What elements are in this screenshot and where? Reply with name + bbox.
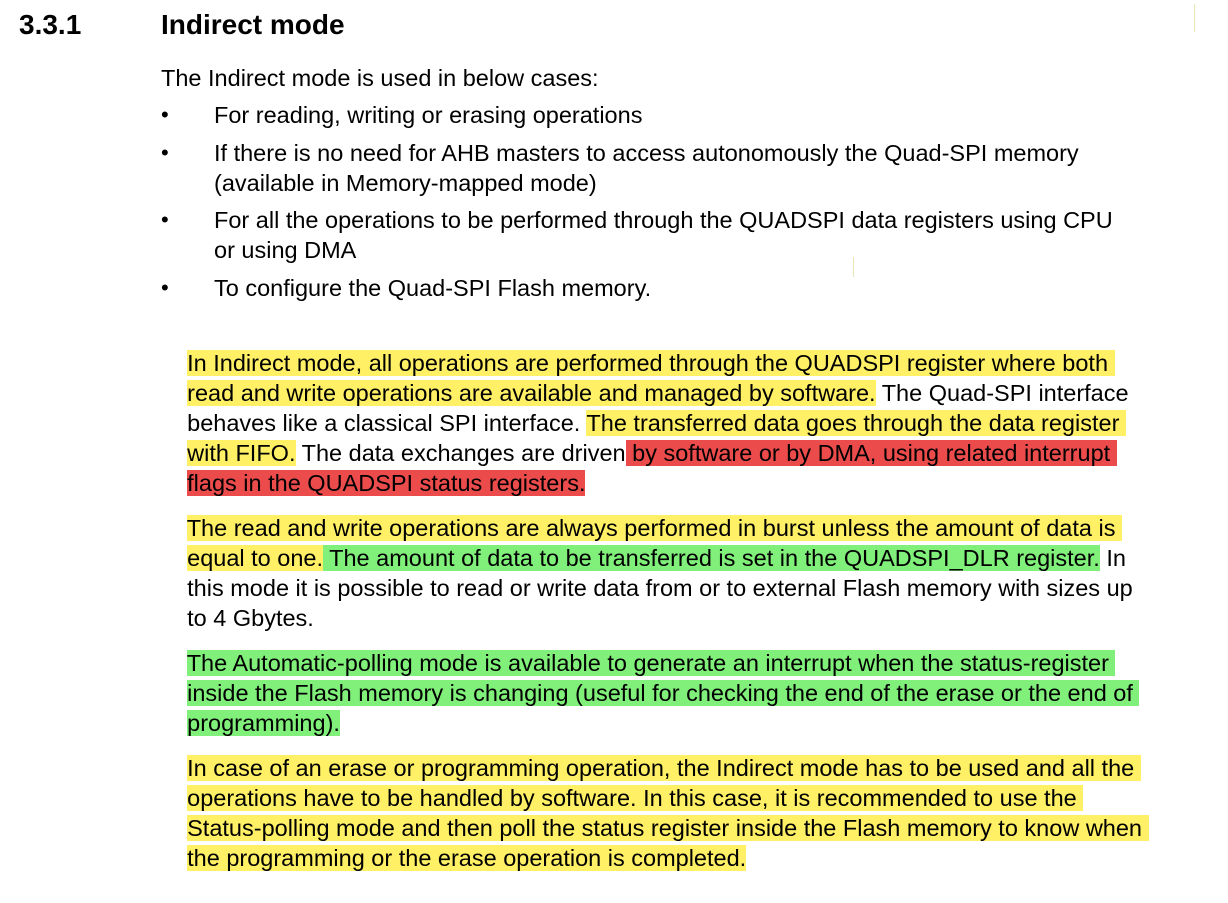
intro-text: The Indirect mode is used in below cases… <box>161 65 599 91</box>
highlighted-text: by software or by DMA, using related int… <box>625 440 1117 466</box>
section-number: 3.3.1 <box>19 9 82 40</box>
paragraph-line: equal to one. The amount of data to be t… <box>161 513 1126 603</box>
bullet-dot: • <box>161 140 169 165</box>
list-item-text: For reading, writing or erasing operatio… <box>214 102 643 128</box>
highlighted-text: the programming or the erase operation i… <box>187 845 747 871</box>
paragraph-line: this mode it is possible to read or writ… <box>161 543 1133 633</box>
list-item-text: To configure the Quad-SPI Flash memory. <box>214 275 652 301</box>
paragraph-line: The read and write operations are always… <box>161 483 1122 573</box>
plain-text: behaves like a classical SPI interface. <box>187 410 587 436</box>
plain-text: The data exchanges are driven <box>295 440 626 466</box>
paragraph-line: Status-polling mode and then poll the st… <box>161 783 1149 873</box>
section-title: Indirect mode <box>161 9 345 40</box>
plain-text: The Quad-SPI interface <box>875 380 1129 406</box>
highlighted-text: Status-polling mode and then poll the st… <box>187 815 1149 841</box>
paragraph-line: In case of an erase or programming opera… <box>161 723 1141 813</box>
plain-text: to 4 Gbytes. <box>187 605 314 631</box>
highlighted-text: The amount of data to be transferred is … <box>323 545 1100 571</box>
paragraph-line: operations have to be handled by softwar… <box>161 753 1084 843</box>
paragraph-line: programming). <box>161 678 340 768</box>
highlighted-text: In case of an erase or programming opera… <box>187 755 1141 781</box>
paragraph-line: flags in the QUADSPI status registers. <box>161 438 586 528</box>
paragraph-line: behaves like a classical SPI interface. … <box>161 378 1126 468</box>
paragraph-line: inside the Flash memory is changing (use… <box>161 648 1140 738</box>
list-item-text: For all the operations to be performed t… <box>214 207 1113 233</box>
highlighted-text: programming). <box>187 710 340 736</box>
margin-mark <box>853 257 854 277</box>
highlighted-text: operations have to be handled by softwar… <box>187 785 1084 811</box>
paragraph-line: with FIFO. The data exchanges are driven… <box>161 408 1117 498</box>
list-item-text: or using DMA <box>214 237 357 263</box>
highlighted-text: equal to one. <box>187 545 324 571</box>
margin-mark <box>1194 4 1195 32</box>
list-item-text: If there is no need for AHB masters to a… <box>214 140 1079 166</box>
highlighted-text: The transferred data goes through the da… <box>586 410 1126 436</box>
paragraph-line: The Automatic-polling mode is available … <box>161 618 1116 708</box>
highlighted-text: In Indirect mode, all operations are per… <box>187 350 1115 376</box>
highlighted-text: The read and write operations are always… <box>186 515 1122 541</box>
highlighted-text: The Automatic-polling mode is available … <box>186 650 1116 676</box>
plain-text: this mode it is possible to read or writ… <box>187 575 1133 601</box>
highlighted-text: with FIFO. <box>187 440 296 466</box>
plain-text: In <box>1099 545 1126 571</box>
paragraph-line: read and write operations are available … <box>161 348 1129 438</box>
list-item-text: (available in Memory-mapped mode) <box>214 170 597 196</box>
paragraph-line: the programming or the erase operation i… <box>161 813 747 903</box>
bullet-dot: • <box>161 102 169 127</box>
highlighted-text: inside the Flash memory is changing (use… <box>187 680 1140 706</box>
paragraph-line: In Indirect mode, all operations are per… <box>161 318 1115 408</box>
bullet-dot: • <box>161 275 169 300</box>
bullet-dot: • <box>161 207 169 232</box>
highlighted-text: read and write operations are available … <box>187 380 876 406</box>
paragraph-line: to 4 Gbytes. <box>161 573 314 663</box>
highlighted-text: flags in the QUADSPI status registers. <box>187 470 586 496</box>
